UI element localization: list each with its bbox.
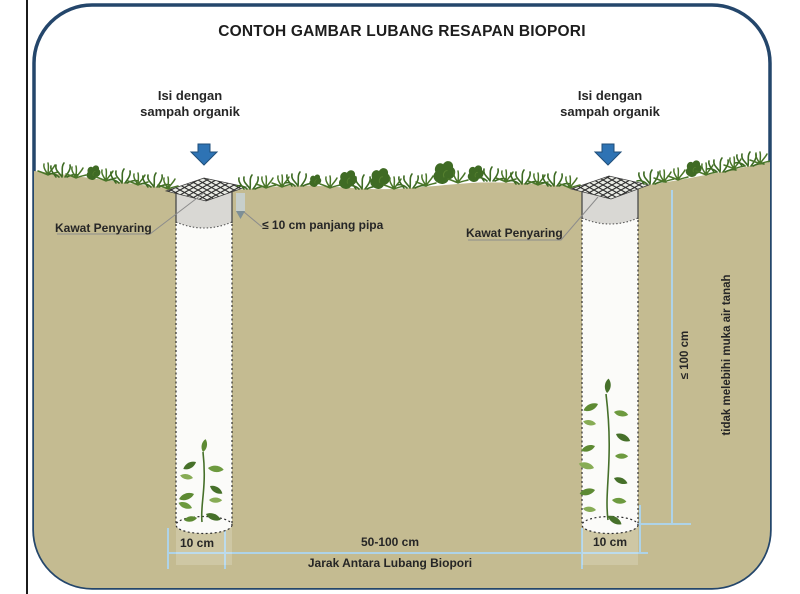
wire-screen-label-left: Kawat Penyaring [55, 221, 152, 235]
fill-instruction-left-line2: sampah organik [140, 104, 240, 119]
fill-instruction-right: Isi dengan sampah organik [545, 88, 675, 120]
dimension-lines [167, 190, 691, 569]
wire-screen-label-right: Kawat Penyaring [466, 226, 563, 240]
diagram-title: CONTOH GAMBAR LUBANG RESAPAN BIOPORI [218, 23, 586, 40]
fill-instruction-left: Isi dengan sampah organik [125, 88, 255, 120]
pipe-length-arrow-icon [236, 211, 245, 219]
left-biopore-hole [164, 177, 248, 535]
organic-waste-right [577, 378, 632, 528]
wire-mesh-right-icon [569, 175, 651, 200]
spacing-label: 50-100 cm [360, 535, 420, 549]
depth-label: ≤ 100 cm [679, 330, 692, 380]
left-pipe-section [176, 191, 232, 228]
diameter-label-left: 10 cm [179, 536, 215, 550]
fill-instruction-right-line1: Isi dengan [577, 88, 643, 103]
diameter-label-right: 10 cm [592, 535, 628, 549]
organic-waste-left [177, 438, 225, 524]
fill-instruction-left-line1: Isi dengan [157, 88, 223, 103]
wire-mesh-left-icon [164, 177, 248, 202]
right-biopore-hole [569, 175, 651, 535]
fill-instruction-right-line2: sampah organik [560, 104, 660, 119]
pipe-length-label: ≤ 10 cm panjang pipa [262, 218, 384, 232]
leader-lines [57, 191, 599, 241]
depth-note-label: tidak melebihi muka air tanah [721, 274, 734, 436]
pipe-length-bracket [236, 193, 245, 211]
spacing-caption: Jarak Antara Lubang Biopori [307, 556, 473, 570]
right-pipe-section [582, 187, 638, 224]
